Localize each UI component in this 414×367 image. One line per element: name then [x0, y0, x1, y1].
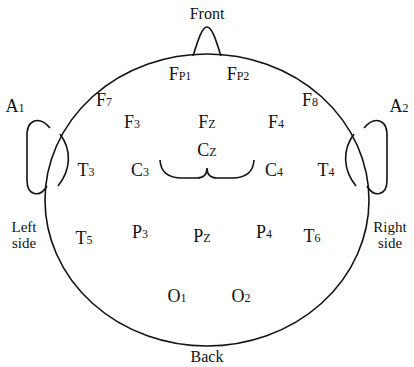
- electrode-label: T3: [78, 161, 95, 180]
- right-ear-inner: [346, 134, 356, 186]
- region-label: Front: [190, 6, 225, 23]
- electrode-label: T6: [304, 227, 321, 246]
- head-circle: [45, 54, 369, 346]
- electrode-label: O2: [232, 287, 251, 306]
- electrode-label: A1: [6, 97, 25, 116]
- brace: [160, 160, 254, 178]
- region-label: Right side: [368, 220, 412, 252]
- electrode-label: F8: [302, 91, 318, 110]
- electrode-label: F7: [96, 91, 112, 110]
- electrode-label: P3: [132, 223, 148, 242]
- electrode-label: PZ: [193, 227, 210, 246]
- electrode-label: A2: [390, 97, 409, 116]
- region-label: Back: [191, 349, 224, 366]
- electrode-label: FP1: [169, 65, 192, 84]
- electrode-label: P4: [256, 223, 272, 242]
- right-ear: [364, 121, 387, 194]
- electrode-label: F3: [124, 113, 140, 132]
- electrode-label: C3: [131, 161, 149, 180]
- electrode-label: CZ: [197, 141, 216, 160]
- nose: [193, 27, 221, 56]
- electrode-label: O1: [168, 287, 187, 306]
- electrode-label: T5: [76, 229, 93, 248]
- electrode-label: C4: [265, 161, 283, 180]
- left-ear: [27, 121, 50, 194]
- electrode-label: FP2: [227, 65, 250, 84]
- electrode-label: T4: [318, 161, 335, 180]
- region-label: Left side: [2, 220, 46, 252]
- electrode-label: F4: [268, 113, 284, 132]
- left-ear-inner: [58, 134, 68, 186]
- electrode-label: FZ: [198, 113, 215, 132]
